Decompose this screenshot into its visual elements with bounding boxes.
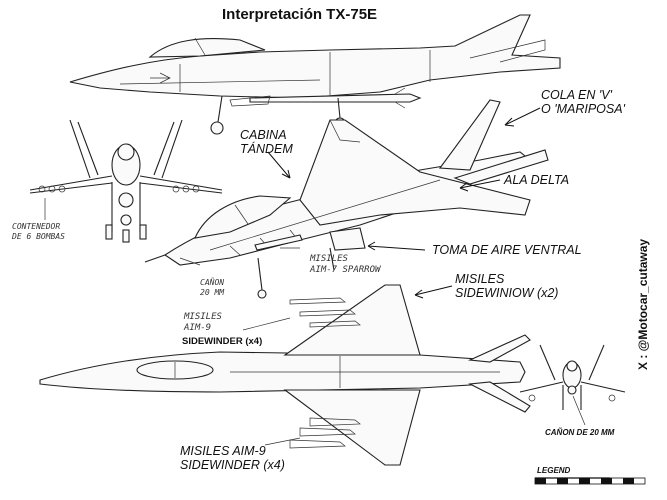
note-misiles-aim7-line2: AIM-7 SPARROW	[310, 265, 381, 275]
front-view-right	[519, 344, 626, 410]
top-view	[39, 284, 531, 466]
note-canon-line2: 20 MM	[200, 288, 225, 297]
callout-canon-20mm: CAÑON DE 20 MM	[545, 428, 615, 437]
front-view-left	[29, 119, 223, 243]
diagram-title: Interpretación TX-75E	[222, 6, 378, 23]
callout-misiles-sidewiniow-line1: MISILES	[455, 272, 505, 286]
callout-cola-v-line2: O 'MARIPOSA'	[541, 102, 625, 116]
note-contenedor: CONTENEDOR DE 6 BOMBAS	[12, 222, 65, 242]
callout-cola-v: COLA EN 'V' O 'MARIPOSA'	[541, 88, 625, 116]
callout-misiles-aim9-bottom: MISILES AIM-9 SIDEWINDER (x4)	[180, 444, 285, 472]
note-misiles-aim9: MISILES AIM-9	[184, 312, 222, 334]
legend-label: LEGEND	[537, 466, 571, 475]
callout-misiles-sidewiniow-line2: SIDEWINIOW (x2)	[455, 286, 559, 300]
callout-ala-delta: ALA DELTA	[504, 173, 570, 187]
callout-toma-aire: TOMA DE AIRE VENTRAL	[432, 243, 582, 257]
callout-cabina-line1: CABINA	[240, 128, 287, 142]
note-contenedor-line2: DE 6 BOMBAS	[12, 232, 65, 241]
callout-cabina-line2: TÁNDEM	[240, 142, 293, 156]
callout-misiles-aim9-bottom-line1: MISILES AIM-9	[180, 444, 266, 458]
note-sidewinder-x4: SIDEWINDER (x4)	[182, 336, 263, 347]
callout-cola-v-line1: COLA EN 'V'	[541, 88, 612, 102]
note-contenedor-line1: CONTENEDOR	[12, 222, 61, 231]
callout-misiles-aim9-bottom-line2: SIDEWINDER (x4)	[180, 458, 285, 472]
note-misiles-aim7: MISILES AIM-7 SPARROW	[310, 254, 380, 276]
side-view	[69, 14, 561, 135]
note-misiles-aim9-line2: AIM-9	[184, 323, 212, 333]
author-credit: X : @Motocar_cutaway	[636, 238, 650, 370]
callout-misiles-sidewiniow: MISILES SIDEWINIOW (x2)	[455, 272, 558, 300]
legend-scale-bar	[534, 477, 646, 485]
callout-cabina: CABINA TÁNDEM	[240, 128, 293, 156]
perspective-view	[144, 99, 549, 299]
note-misiles-aim7-line1: MISILES	[310, 254, 348, 264]
note-canon: CAÑON 20 MM	[200, 278, 224, 298]
note-misiles-aim9-line1: MISILES	[184, 312, 222, 322]
callout-arrows	[44, 107, 586, 446]
note-canon-line1: CAÑON	[200, 278, 225, 287]
